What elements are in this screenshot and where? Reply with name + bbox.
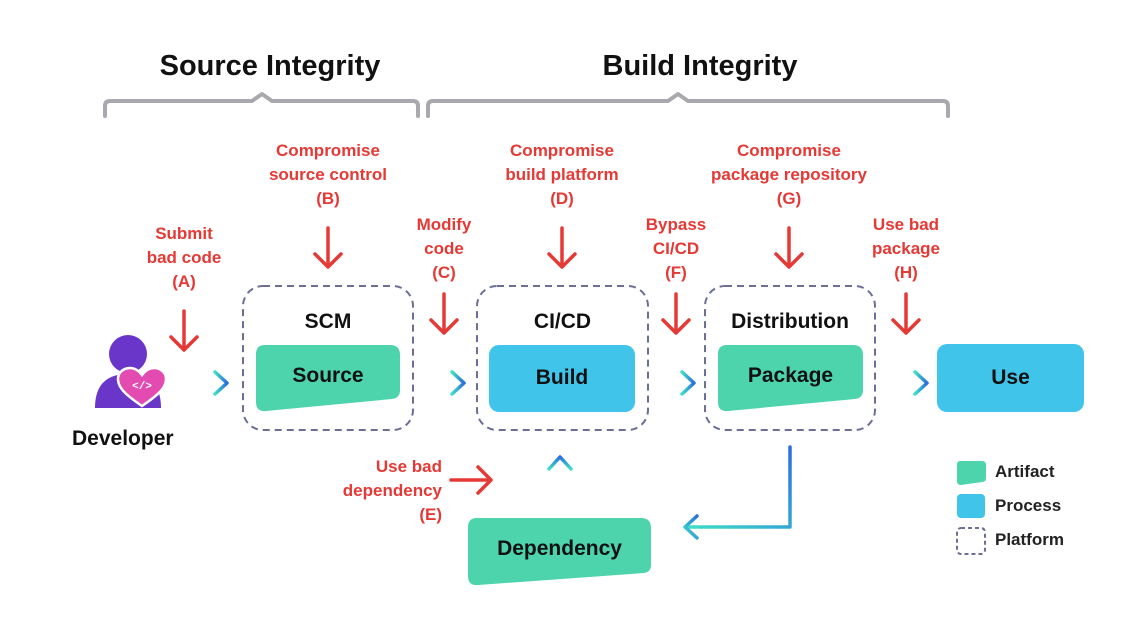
threat-label-f: Bypass CI/CD (F) — [616, 213, 736, 285]
scm-platform-box — [242, 285, 414, 431]
developer-label: Developer — [72, 427, 174, 450]
flow-arrow-developer-to-source — [183, 370, 229, 396]
source-integrity-bracket — [103, 92, 420, 118]
threat-g-code: (G) — [776, 189, 802, 208]
dependency-node-label: Dependency — [497, 537, 622, 560]
source-node-label: Source — [292, 364, 364, 387]
threat-a-line2: bad code — [146, 248, 222, 267]
distribution-platform-title: Distribution — [731, 310, 849, 333]
threat-e-code: (E) — [419, 505, 442, 524]
use-process-shape — [937, 344, 1084, 412]
developer-icon: </> — [95, 335, 168, 408]
threat-c-line1: Modify — [416, 215, 472, 234]
legend-artifact-label: Artifact — [995, 462, 1055, 481]
threat-arrow-d — [547, 226, 577, 269]
threat-arrow-a — [169, 309, 199, 352]
threat-label-c: Modify code (C) — [384, 213, 504, 285]
threat-d-line1: Compromise — [510, 141, 614, 160]
threat-b-line1: Compromise — [276, 141, 380, 160]
legend-platform-label: Platform — [995, 530, 1064, 549]
threat-f-code: (F) — [665, 263, 687, 282]
threat-g-line1: Compromise — [737, 141, 841, 160]
threat-label-h: Use bad package (H) — [846, 213, 966, 285]
threat-label-g: Compromise package repository (G) — [684, 139, 894, 211]
code-heart-badge-icon — [116, 366, 168, 408]
threat-arrow-h — [891, 292, 921, 335]
flow-arrow-package-to-dependency — [683, 445, 792, 540]
flow-arrow-source-to-build — [420, 370, 466, 396]
svg-text:</>: </> — [132, 381, 152, 393]
legend-process-swatch — [957, 494, 985, 518]
threat-c-line2: code — [424, 239, 464, 258]
cicd-platform-box — [476, 285, 649, 431]
threat-g-line2: package repository — [711, 165, 867, 184]
threat-arrow-e — [449, 465, 493, 495]
threat-a-line1: Submit — [155, 224, 213, 243]
cicd-platform-title: CI/CD — [533, 310, 592, 333]
flow-arrow-package-to-use — [883, 370, 929, 396]
threat-b-code: (B) — [316, 189, 340, 208]
threat-arrow-g — [774, 226, 804, 269]
threat-arrow-f — [661, 292, 691, 335]
build-integrity-heading: Build Integrity — [602, 50, 798, 82]
threat-a-code: (A) — [172, 272, 196, 291]
threat-h-line2: package — [871, 239, 941, 258]
legend-process-label: Process — [995, 496, 1062, 515]
distribution-platform-box — [704, 285, 876, 431]
threat-label-d: Compromise build platform (D) — [472, 139, 652, 211]
legend-artifact-swatch — [957, 461, 986, 485]
source-integrity-heading: Source Integrity — [159, 50, 381, 82]
package-artifact-shape — [718, 345, 863, 412]
threat-d-line2: build platform — [505, 165, 619, 184]
threat-f-line2: CI/CD — [652, 239, 700, 258]
dependency-artifact-shape — [468, 518, 651, 586]
threat-e-line1: Use bad — [375, 457, 442, 476]
use-node-label: Use — [991, 366, 1030, 389]
source-artifact-shape — [256, 345, 400, 412]
threat-c-code: (C) — [432, 263, 456, 282]
threat-d-code: (D) — [550, 189, 574, 208]
threat-arrow-c — [429, 292, 459, 335]
legend-platform-swatch — [956, 527, 986, 555]
threat-label-e: Use bad dependency (E) — [306, 455, 442, 527]
threat-f-line1: Bypass — [645, 215, 707, 234]
package-node-label: Package — [747, 364, 834, 387]
threat-h-line1: Use bad — [872, 215, 940, 234]
flow-arrow-build-to-package — [650, 370, 696, 396]
threat-h-code: (H) — [894, 263, 918, 282]
threat-b-line2: source control — [268, 165, 388, 184]
threat-arrow-b — [313, 226, 343, 269]
threat-label-b: Compromise source control (B) — [238, 139, 418, 211]
scm-platform-title: SCM — [304, 310, 352, 333]
flow-arrow-dependency-to-build — [547, 455, 573, 499]
build-node-label: Build — [535, 366, 589, 389]
build-process-shape — [489, 345, 635, 412]
threat-label-a: Submit bad code (A) — [104, 222, 264, 294]
build-integrity-bracket — [426, 92, 950, 118]
threat-e-line2: dependency — [342, 481, 442, 500]
